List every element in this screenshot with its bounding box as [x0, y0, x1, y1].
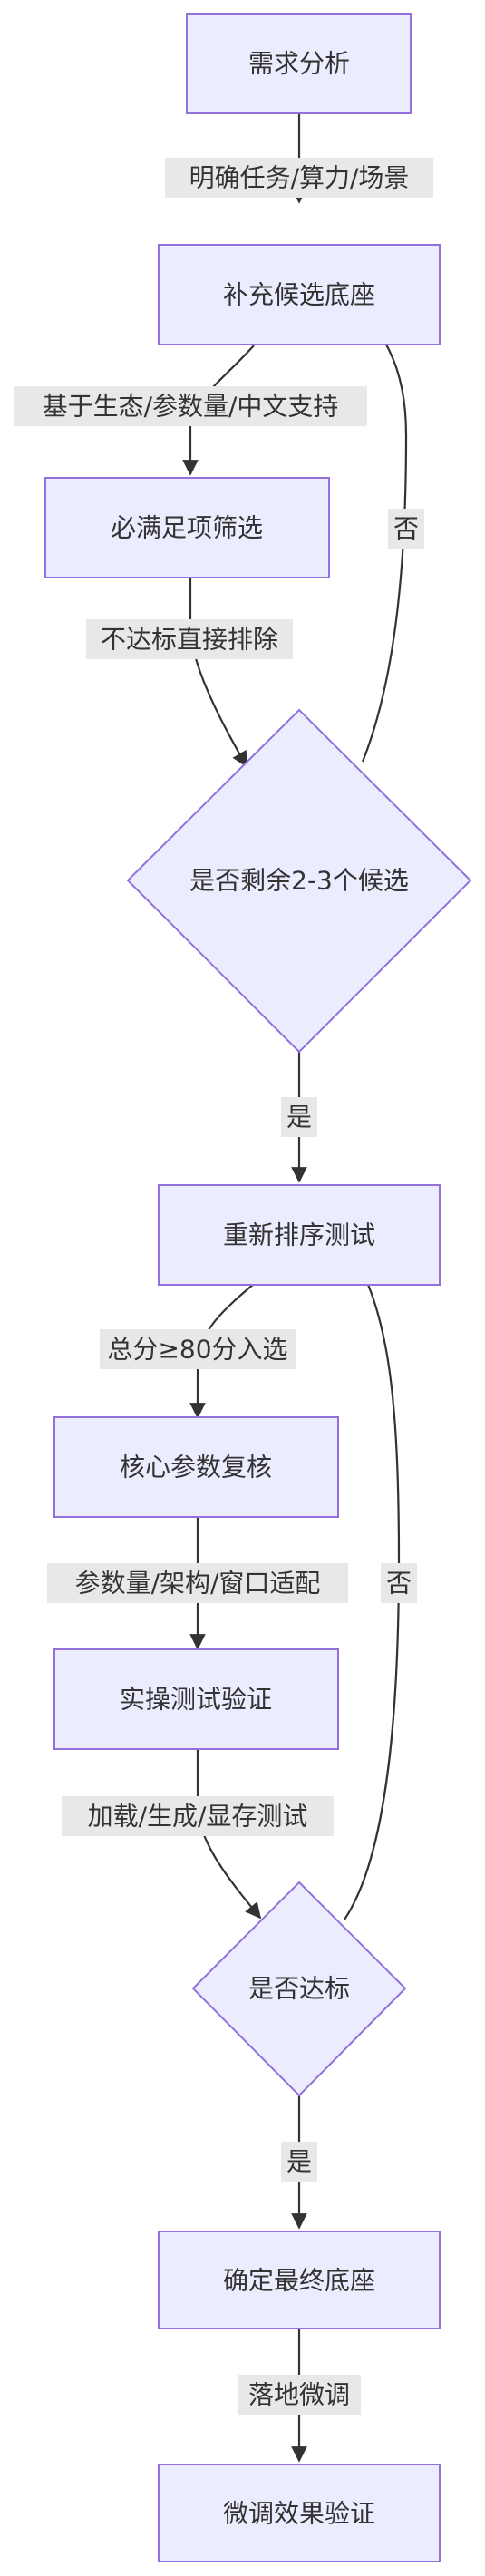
- node-must-filter: 必满足项筛选: [44, 477, 330, 578]
- node-final-base: 确定最终底座: [158, 2231, 441, 2329]
- node-pass-check: 是否达标: [191, 1881, 407, 2097]
- node-remaining-check-label: 是否剩余2-3个候选: [189, 866, 409, 896]
- node-requirements-label: 需求分析: [248, 49, 350, 79]
- node-rerank-test-label: 重新排序测试: [223, 1220, 375, 1250]
- edge-label-load-gen-vram: 加载/生成/显存测试: [62, 1796, 334, 1836]
- node-add-candidates: 补充候选底座: [158, 244, 441, 345]
- edge-filter-to-decision: [189, 578, 247, 768]
- node-core-params-review-label: 核心参数复核: [120, 1453, 272, 1482]
- edge-label-yes-2: 是: [281, 2142, 317, 2182]
- edge-label-exclude-unqualified-text: 不达标直接排除: [101, 625, 278, 655]
- edge-label-yes-1-text: 是: [286, 1103, 312, 1132]
- edge-label-load-gen-vram-text: 加载/生成/显存测试: [88, 1802, 308, 1832]
- node-finetune-verify: 微调效果验证: [158, 2464, 441, 2562]
- node-pass-check-label: 是否达标: [248, 1974, 350, 2004]
- edge-label-ecosystem-params-chinese: 基于生态/参数量/中文支持: [14, 386, 367, 426]
- edge-label-score-threshold-text: 总分≥80分入选: [107, 1335, 287, 1365]
- node-core-params-review: 核心参数复核: [53, 1416, 339, 1518]
- edge-label-no-1: 否: [388, 509, 424, 549]
- node-must-filter-label: 必满足项筛选: [111, 513, 263, 543]
- edge-label-no-2-text: 否: [386, 1569, 412, 1599]
- node-remaining-check: 是否剩余2-3个候选: [126, 708, 472, 1054]
- edge-label-no-1-text: 否: [393, 514, 419, 544]
- edge-label-params-arch-window-text: 参数量/架构/窗口适配: [75, 1569, 321, 1599]
- edge-label-deploy-finetune-text: 落地微调: [248, 2380, 350, 2410]
- node-finetune-verify-label: 微调效果验证: [223, 2499, 375, 2529]
- edge-label-task-compute-scene-text: 明确任务/算力/场景: [189, 163, 410, 193]
- node-final-base-label: 确定最终底座: [223, 2266, 375, 2296]
- edge-label-ecosystem-params-chinese-text: 基于生态/参数量/中文支持: [43, 392, 339, 422]
- node-rerank-test: 重新排序测试: [158, 1184, 441, 1286]
- node-hands-on-test: 实操测试验证: [53, 1648, 339, 1750]
- edge-label-params-arch-window: 参数量/架构/窗口适配: [47, 1563, 348, 1603]
- edge-label-task-compute-scene: 明确任务/算力/场景: [165, 158, 433, 198]
- edge-label-exclude-unqualified: 不达标直接排除: [86, 619, 293, 659]
- edge-label-yes-2-text: 是: [286, 2147, 312, 2177]
- edge-label-score-threshold: 总分≥80分入选: [100, 1329, 296, 1369]
- edge-label-yes-1: 是: [281, 1097, 317, 1137]
- edge-label-no-2: 否: [381, 1563, 417, 1603]
- edge-label-deploy-finetune: 落地微调: [238, 2375, 361, 2415]
- node-add-candidates-label: 补充候选底座: [223, 280, 375, 310]
- node-hands-on-test-label: 实操测试验证: [120, 1685, 272, 1715]
- edge-pass-check-no-to-rerank: [344, 1240, 401, 1920]
- node-requirements: 需求分析: [186, 13, 412, 114]
